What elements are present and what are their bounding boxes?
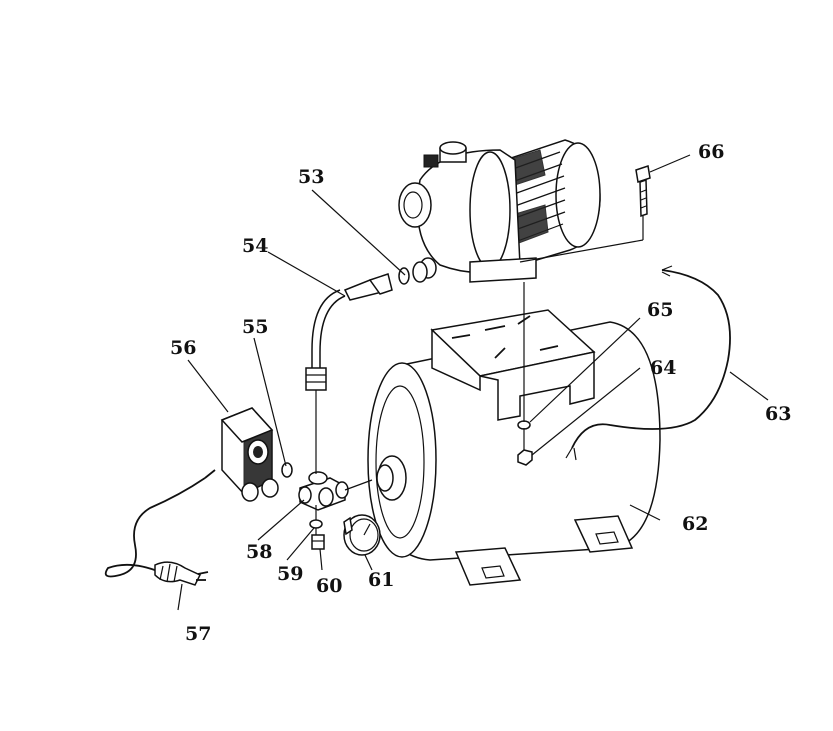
label-53: 53: [298, 166, 324, 188]
pressure-switch-56: [220, 407, 293, 502]
motor-cable-63: [565, 265, 731, 461]
label-66: 66: [698, 141, 724, 163]
label-57: 57: [185, 623, 211, 645]
label-60: 60: [316, 575, 342, 597]
flexible-hose-54: [305, 261, 428, 391]
label-65: 65: [647, 299, 673, 321]
label-59: 59: [277, 563, 303, 585]
label-56: 56: [170, 337, 196, 359]
jet-pump-motor: [398, 139, 601, 283]
label-63: 63: [765, 403, 791, 425]
label-64: 64: [650, 357, 676, 379]
leader-lines: [177, 154, 769, 611]
pump-mounting-bracket: [430, 309, 596, 421]
washer-65: [517, 420, 531, 430]
label-62: 62: [682, 513, 708, 535]
label-54: 54: [242, 235, 268, 257]
o-ring-59: [309, 519, 323, 529]
five-way-connector-58: [298, 471, 349, 511]
part-number-labels: 53 54 55 56 57 58 59 60 61 62 63 64 65 6…: [170, 141, 791, 645]
label-61: 61: [368, 569, 394, 591]
label-55: 55: [242, 316, 268, 338]
label-58: 58: [246, 541, 272, 563]
bolt-66: [635, 165, 651, 218]
power-cable-57: [104, 469, 216, 586]
assembly-guide-lines: [315, 216, 644, 535]
nipple-60: [311, 534, 325, 550]
pressure-gauge-61: [343, 514, 381, 556]
